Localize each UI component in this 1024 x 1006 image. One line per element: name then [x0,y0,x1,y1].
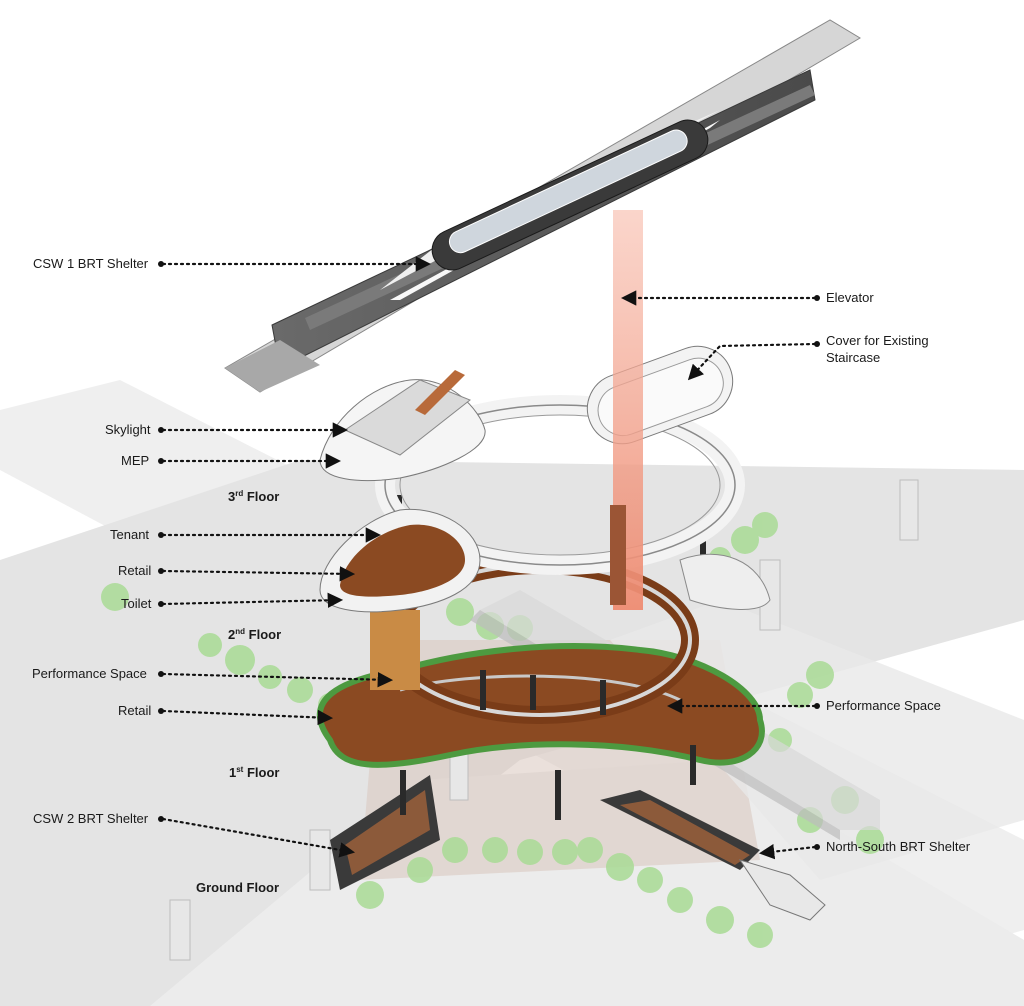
label-cover-line2: Staircase [826,350,881,365]
label-performance-space-left: Performance Space [32,666,147,681]
label-retail-top: Retail [118,563,152,578]
label-csw2-brt-shelter: CSW 2 BRT Shelter [33,811,149,826]
floor-ordinal: st [236,765,244,774]
floor-label-third: 3rd Floor [228,489,279,504]
north-south-brt-shelter [600,790,826,921]
csw2-brt-shelter [330,775,440,890]
floor-label-ground: Ground Floor [196,880,279,895]
csw1-brt-shelter-roof [224,19,861,393]
label-retail-bottom: Retail [118,703,152,718]
elevator-shaft [610,210,643,610]
floor-word: Floor [246,489,280,504]
label-mep: MEP [121,453,150,468]
floor-label-first: 1st Floor [229,765,279,780]
staircase-cover [586,345,734,445]
label-tenant: Tenant [110,527,150,542]
leader-lines [161,256,817,860]
floor-word: Floor [248,627,282,642]
floor-number: 3 [228,489,236,504]
label-performance-space-right: Performance Space [826,698,941,713]
label-elevator: Elevator [826,290,874,305]
floor-ordinal: rd [235,489,244,498]
floor-number: 2 [228,627,236,642]
label-cover-line1: Cover for Existing [826,333,929,348]
junction-right [679,553,771,610]
label-csw1-brt-shelter: CSW 1 BRT Shelter [33,256,149,271]
floor-word: Ground Floor [196,880,280,895]
label-skylight: Skylight [105,422,151,437]
floor-ordinal: nd [235,627,246,636]
support-piers [169,479,919,961]
skylight-pod [319,370,486,482]
floor-label-second: 2nd Floor [228,627,281,642]
label-toilet: Toilet [121,596,152,611]
label-north-south-brt-shelter: North-South BRT Shelter [826,839,971,854]
leader-dots [158,261,820,850]
third-floor-ring [375,395,745,575]
floor-word: Floor [246,765,280,780]
floor-number: 1 [229,765,237,780]
